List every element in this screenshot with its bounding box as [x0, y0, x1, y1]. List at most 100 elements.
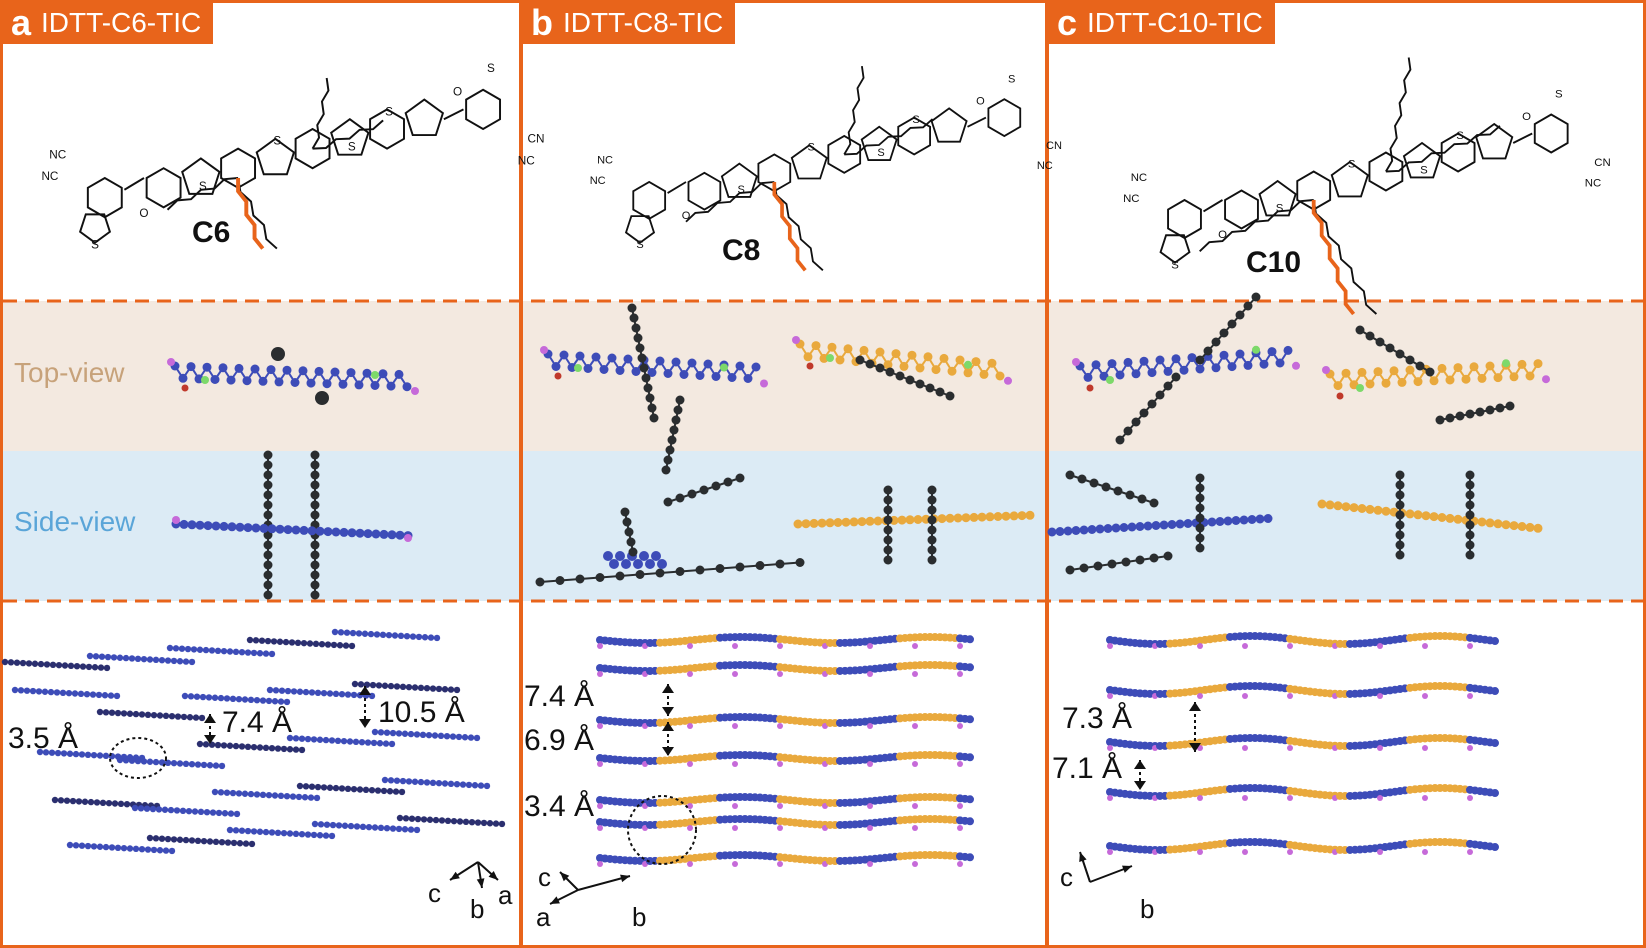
atom	[1025, 510, 1035, 520]
oxygen-label: O	[1522, 111, 1531, 123]
atom	[1195, 533, 1205, 543]
packing-atom	[108, 709, 116, 716]
atom-s	[371, 371, 379, 379]
atom-o	[554, 372, 562, 380]
oxygen-label: O	[976, 96, 985, 108]
packing-atom	[182, 760, 190, 768]
packing-atom	[432, 816, 440, 824]
packing-atom	[188, 837, 196, 844]
bond	[1345, 372, 1355, 386]
bond	[182, 366, 192, 379]
atom	[1093, 561, 1103, 571]
atom	[187, 520, 197, 530]
packing-atom	[395, 730, 403, 737]
packing-atom	[162, 712, 170, 720]
packing-atom	[63, 797, 71, 804]
atom	[865, 516, 875, 526]
atom	[735, 473, 745, 483]
atom	[1465, 550, 1475, 560]
backbone-model	[540, 346, 768, 388]
bond	[1135, 360, 1145, 375]
atom	[663, 497, 673, 507]
atom	[203, 521, 213, 531]
atom	[331, 527, 341, 537]
atom-n	[1242, 849, 1248, 855]
bond	[1529, 363, 1539, 377]
atom	[1437, 513, 1447, 522]
atom	[1207, 517, 1217, 527]
atom	[235, 522, 245, 532]
packing-atom	[87, 798, 95, 806]
atom-n	[912, 671, 918, 677]
atom-n	[1422, 745, 1428, 751]
packing-atom	[391, 632, 399, 639]
packing-atom	[238, 649, 246, 656]
ring	[294, 127, 331, 170]
packing-atom	[277, 698, 285, 705]
packing-atom	[190, 646, 198, 653]
packing-atom	[209, 809, 217, 816]
oxygen-label: O	[1218, 229, 1227, 241]
atom-n	[732, 723, 738, 729]
packing-atom	[431, 732, 439, 739]
atom	[935, 387, 945, 397]
alkyl-chain	[311, 77, 330, 150]
atom	[1465, 480, 1475, 490]
sulfur-label: S	[91, 239, 99, 252]
bond	[1079, 365, 1089, 378]
atom	[969, 512, 979, 522]
packing-atom	[146, 656, 154, 663]
packing-atom	[322, 832, 330, 839]
atom	[355, 528, 365, 538]
atom	[1495, 403, 1505, 413]
packing-atom	[966, 795, 974, 804]
packing-atom	[397, 632, 405, 640]
packing-atom	[342, 642, 350, 649]
bond	[739, 365, 749, 380]
packing-atom	[65, 689, 73, 697]
atom	[1149, 498, 1159, 508]
packing-atom	[413, 826, 421, 834]
vinyl-bond	[1203, 199, 1223, 213]
packing-atom	[117, 800, 125, 808]
packing-atom	[146, 758, 154, 765]
bond	[1393, 370, 1403, 383]
atom	[624, 527, 634, 537]
packing-atom	[966, 715, 974, 724]
bond	[1239, 353, 1249, 366]
atom	[913, 515, 923, 524]
atom	[669, 425, 679, 435]
atom	[263, 540, 273, 550]
ring	[687, 171, 722, 211]
packing-atom	[48, 749, 56, 756]
atom	[793, 519, 803, 529]
atom	[310, 560, 320, 570]
packing-atom	[966, 817, 974, 826]
atom-n	[957, 803, 963, 809]
atom	[1357, 504, 1367, 513]
atom	[855, 355, 865, 365]
bond	[659, 360, 669, 375]
bond	[1505, 364, 1515, 378]
atom-n	[1292, 361, 1300, 370]
atom	[310, 580, 320, 590]
packing-atom	[268, 829, 276, 836]
atom-s	[964, 360, 972, 369]
packing-atom	[180, 713, 188, 721]
atom-n	[1107, 643, 1113, 649]
packing-atom	[220, 647, 228, 655]
sulfur-label: S	[1555, 88, 1563, 100]
packing-atom	[184, 645, 192, 653]
bond	[230, 367, 240, 381]
bond	[1247, 352, 1257, 366]
atom	[1001, 511, 1011, 521]
packing-atom	[78, 842, 86, 849]
axis-head	[476, 878, 485, 888]
packing-atom	[212, 838, 220, 846]
panel-b-axis-c: c	[538, 862, 551, 892]
atom-n	[1422, 643, 1428, 649]
packing-atom	[284, 687, 292, 695]
sulfur-label: S	[636, 239, 643, 251]
atom	[219, 521, 229, 531]
